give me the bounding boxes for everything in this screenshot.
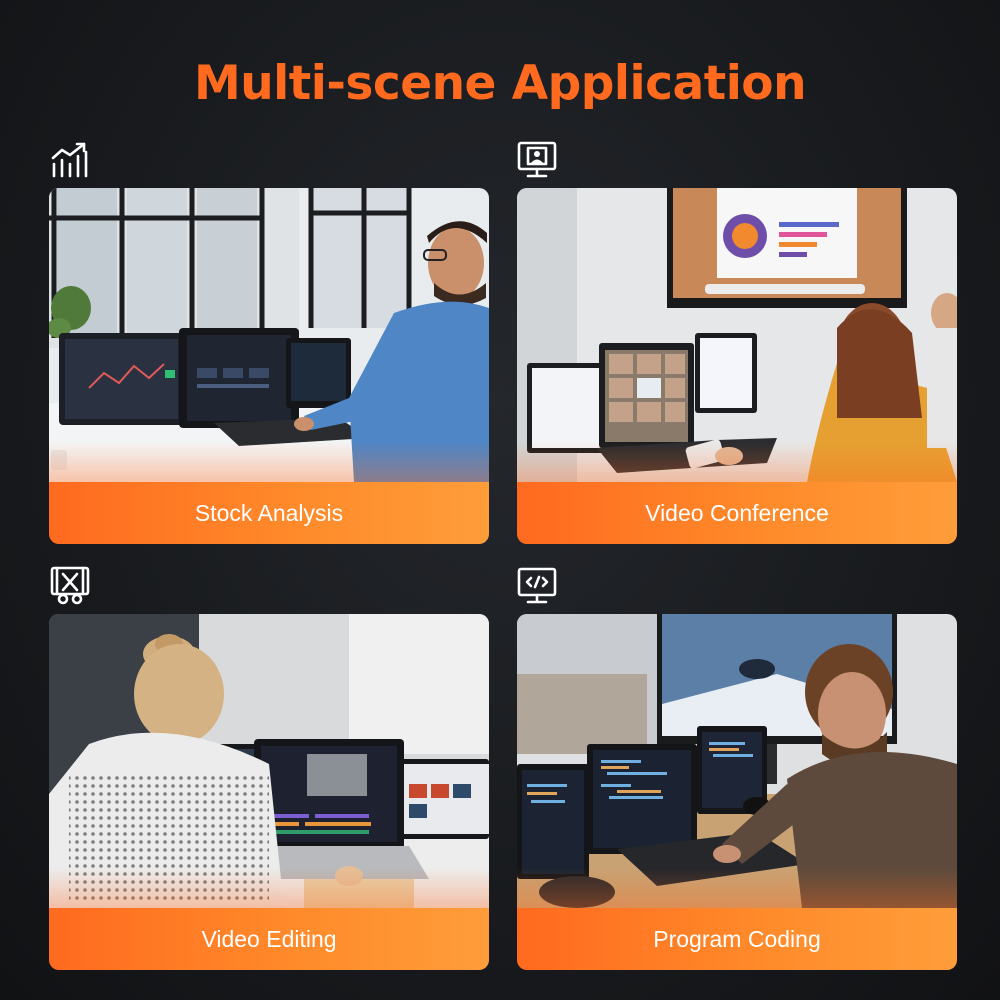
scene-card-video-editing: Video Editing bbox=[49, 614, 489, 970]
scene-card-stock-analysis: Stock Analysis bbox=[49, 188, 489, 544]
chart-growth-icon bbox=[51, 142, 88, 178]
caption-video-conference: Video Conference bbox=[517, 482, 957, 544]
stock-analysis-photo bbox=[49, 188, 489, 482]
caption-program-coding: Program Coding bbox=[517, 908, 957, 970]
caption-stock-analysis: Stock Analysis bbox=[49, 482, 489, 544]
caption-fade bbox=[517, 442, 957, 482]
caption-fade bbox=[517, 868, 957, 908]
code-monitor-icon bbox=[517, 567, 557, 604]
video-conference-photo bbox=[517, 188, 957, 482]
caption-video-editing: Video Editing bbox=[49, 908, 489, 970]
page-title: Multi-scene Application bbox=[193, 56, 807, 111]
caption-fade bbox=[49, 868, 489, 908]
video-conference-icon bbox=[517, 141, 557, 178]
program-coding-photo bbox=[517, 614, 957, 908]
video-editing-photo bbox=[49, 614, 489, 908]
scene-card-program-coding: Program Coding bbox=[517, 614, 957, 970]
video-edit-scissors-icon bbox=[50, 566, 90, 605]
scene-card-video-conference: Video Conference bbox=[517, 188, 957, 544]
caption-fade bbox=[49, 442, 489, 482]
